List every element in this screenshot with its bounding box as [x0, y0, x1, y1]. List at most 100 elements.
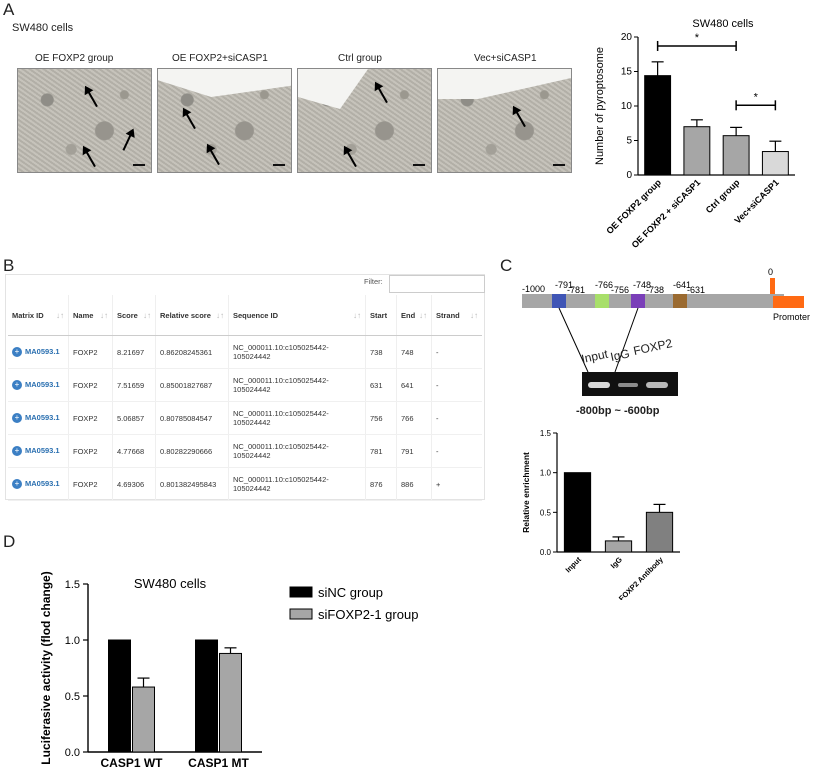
em-image-vec-sicasp1: [437, 68, 572, 173]
expand-icon[interactable]: +: [12, 446, 22, 456]
column-header[interactable]: Start: [365, 295, 397, 336]
em-label-3: Ctrl group: [338, 53, 382, 64]
expand-icon[interactable]: +: [12, 479, 22, 489]
y-tick-label: 1.5: [540, 429, 552, 438]
pos-label: -756: [611, 285, 629, 295]
cell-start: 738: [365, 335, 397, 369]
column-header[interactable]: Matrix ID↓↑: [8, 295, 69, 336]
y-tick-label: 0.0: [65, 747, 80, 759]
table-row: +MA0593.1 FOXP2 4.77668 0.80282290666 NC…: [8, 434, 482, 468]
chart-title: SW480 cells: [692, 18, 754, 30]
bar: [645, 511, 674, 553]
matrix-id-link[interactable]: MA0593.1: [25, 478, 60, 488]
y-tick-label: 1.0: [65, 635, 80, 647]
motif-table-panel: Filter: Matrix ID↓↑ Name↓↑ Score↓↑ Relat…: [5, 274, 485, 501]
matrix-id-link[interactable]: MA0593.1: [25, 412, 60, 422]
bar: [604, 540, 633, 553]
x-tick-label: OE FOXP2 + siCASP1: [630, 177, 703, 250]
x-tick-label: FOXP2 Antibody: [617, 554, 666, 600]
cell-sequence-id: NC_000011.10:c105025442-105024442: [228, 368, 366, 402]
y-tick-label: 0.0: [540, 548, 552, 557]
cell-name: FOXP2: [68, 467, 113, 501]
x-tick-label: IgG: [609, 555, 624, 570]
cell-strand: -: [431, 368, 482, 402]
panel-letter-a: A: [3, 0, 15, 19]
gel-image: [582, 372, 678, 396]
cell-start: 756: [365, 401, 397, 435]
column-header[interactable]: End↓↑: [396, 295, 432, 336]
x-tick-label: Ctrl group: [704, 177, 742, 215]
column-header[interactable]: Sequence ID↓↑: [228, 295, 366, 336]
binding-site-1: [552, 294, 566, 308]
cell-strand: -: [431, 401, 482, 435]
cell-strand: -: [431, 335, 482, 369]
column-header[interactable]: Relative score↓↑: [155, 295, 229, 336]
cell-relative-score: 0.86208245361: [155, 335, 229, 369]
column-header[interactable]: Name↓↑: [68, 295, 113, 336]
pos-label: -766: [595, 280, 613, 290]
cell-relative-score: 0.85001827687: [155, 368, 229, 402]
sort-icon: ↓↑: [470, 310, 478, 320]
cell-sequence-id: NC_000011.10:c105025442-105024442: [228, 434, 366, 468]
y-axis-label: Relative enrichment: [521, 452, 531, 533]
cell-start: 876: [365, 467, 397, 501]
chart-luciferase: SW480 cells Luciferasive activity (flod c…: [39, 571, 418, 770]
bar: [563, 472, 592, 553]
matrix-id-link[interactable]: MA0593.1: [25, 445, 60, 455]
filter-input[interactable]: [389, 275, 485, 293]
cell-sequence-id: NC_000011.10:c105025442-105024442: [228, 335, 366, 369]
cell-sequence-id: NC_000011.10:c105025442-105024442: [228, 401, 366, 435]
expand-icon[interactable]: +: [12, 347, 22, 357]
table-row: +MA0593.1 FOXP2 5.06857 0.80785084547 NC…: [8, 401, 482, 435]
column-header[interactable]: Strand↓↑: [431, 295, 482, 336]
expand-icon[interactable]: +: [12, 413, 22, 423]
bar: [644, 75, 672, 176]
y-axis-label: Number of pyroptosome: [594, 47, 606, 165]
cell-name: FOXP2: [68, 401, 113, 435]
motif-table: Matrix ID↓↑ Name↓↑ Score↓↑ Relative scor…: [8, 295, 482, 501]
expand-icon[interactable]: +: [12, 380, 22, 390]
cell-relative-score: 0.80282290666: [155, 434, 229, 468]
pos-label: -781: [567, 285, 585, 295]
legend-swatch: [289, 586, 313, 598]
matrix-id-link[interactable]: MA0593.1: [25, 379, 60, 389]
panel-letter-c: C: [500, 256, 513, 275]
cell-end: 791: [396, 434, 432, 468]
sort-icon: ↓↑: [419, 310, 427, 320]
binding-site-4: [673, 294, 687, 308]
legend-label: siNC group: [318, 585, 383, 600]
tss-marker: [770, 278, 775, 294]
y-tick-label: 0: [626, 170, 632, 181]
y-axis-label: Luciferasive activity (flod change): [39, 571, 53, 764]
y-tick-label: 0.5: [65, 691, 80, 703]
cell-end: 886: [396, 467, 432, 501]
bar: [132, 686, 155, 753]
cell-relative-score: 0.80785084547: [155, 401, 229, 435]
y-tick-label: 1.5: [65, 579, 80, 591]
cell-start: 781: [365, 434, 397, 468]
filter-label: Filter:: [364, 277, 383, 286]
cell-end: 766: [396, 401, 432, 435]
legend-label: siFOXP2-1 group: [318, 607, 418, 622]
chart-title: SW480 cells: [134, 576, 207, 591]
pos-label: -641: [673, 280, 691, 290]
y-tick-label: 15: [621, 67, 633, 78]
matrix-id-link[interactable]: MA0593.1: [25, 346, 60, 356]
table-row: +MA0593.1 FOXP2 8.21697 0.86208245361 NC…: [8, 335, 482, 369]
cell-score: 5.06857: [112, 401, 156, 435]
column-header[interactable]: Score↓↑: [112, 295, 156, 336]
cell-score: 4.77668: [112, 434, 156, 468]
cell-strand: +: [431, 467, 482, 501]
pos-label: -738: [646, 285, 664, 295]
promoter-arrow: [773, 296, 804, 308]
x-tick-label: CASP1 WT: [100, 756, 163, 770]
promoter-line: [522, 294, 784, 308]
y-tick-label: 0.5: [540, 508, 552, 517]
em-label-2: OE FOXP2+siCASP1: [172, 53, 268, 64]
bar: [761, 151, 789, 176]
bar: [195, 639, 218, 753]
y-tick-label: 20: [621, 32, 633, 43]
table-header-row: Matrix ID↓↑ Name↓↑ Score↓↑ Relative scor…: [8, 295, 482, 336]
y-tick-label: 1.0: [540, 469, 552, 478]
